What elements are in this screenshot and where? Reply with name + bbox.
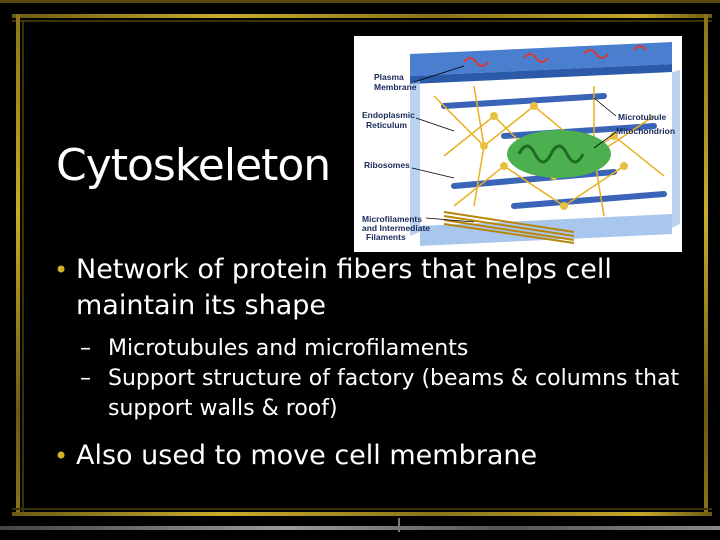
frame-left-gold-line (16, 14, 20, 514)
microfilament-bundle (443, 211, 575, 244)
frame-bottom-dark-line (12, 508, 712, 510)
frame-right-gold-line (704, 14, 708, 514)
label-ribosomes: Ribosomes (364, 160, 410, 170)
label-plasma-membrane-1: Plasma (374, 72, 404, 82)
bullet-dot: • (54, 442, 69, 470)
label-microtubule: Microtubule (618, 112, 666, 122)
label-mitochondrion: Mitochondrion (616, 126, 675, 136)
cytoskeleton-diagram: Plasma Membrane Endoplasmic Reticulum Ri… (354, 36, 682, 252)
label-leader-lines (411, 65, 617, 223)
frame-top-border (0, 0, 720, 3)
bullet-list: • Network of protein fibers that helps c… (54, 252, 694, 474)
cell-wall-right (672, 70, 680, 228)
mitochondrion-shape (507, 130, 611, 178)
frame-bottom-tick (398, 518, 400, 532)
label-microfilaments-3: Filaments (366, 232, 406, 242)
sub-bullet-item: – Microtubules and microfilaments (54, 334, 694, 364)
bullet-text: Also used to move cell membrane (76, 440, 538, 471)
cell-wall-left (410, 80, 420, 236)
sub-bullet-text: Microtubules and microfilaments (108, 336, 469, 361)
bullet-dot: • (54, 256, 69, 284)
label-er-1: Endoplasmic (362, 110, 415, 120)
sub-bullet-dash: – (80, 366, 91, 391)
bottom-membrane (420, 214, 672, 246)
label-microfilaments-1: Microfilaments (362, 214, 422, 224)
mitochondrion-cristae (517, 144, 585, 164)
bullet-item: • Network of protein fibers that helps c… (54, 252, 694, 324)
bullet-text: Network of protein fibers that helps cel… (76, 254, 612, 321)
frame-bottom-gold-line (12, 512, 712, 516)
frame-top-gold-line (12, 14, 712, 18)
cytoskeleton-illustration: Plasma Membrane Endoplasmic Reticulum Ri… (362, 42, 680, 246)
bullet-item: • Also used to move cell membrane (54, 438, 694, 474)
plasma-membrane-shape (410, 42, 672, 76)
membrane-proteins (463, 45, 647, 67)
plasma-membrane-edge (410, 64, 672, 84)
sub-bullet-dash: – (80, 336, 91, 361)
frame-left-dark-line (22, 22, 24, 512)
label-microfilaments-2: and Intermediate (362, 223, 430, 233)
label-er-2: Reticulum (366, 120, 408, 130)
sub-bullet-item: – Support structure of factory (beams & … (54, 364, 694, 424)
microtubules (441, 93, 667, 209)
sub-bullet-list: – Microtubules and microfilaments – Supp… (54, 334, 694, 424)
label-plasma-membrane-2: Membrane (374, 82, 417, 92)
sub-bullet-text: Support structure of factory (beams & co… (108, 366, 680, 421)
frame-top-dark-line (12, 20, 712, 22)
frame-bottom-gray-line (0, 526, 720, 530)
slide-title: Cytoskeleton (56, 140, 331, 191)
